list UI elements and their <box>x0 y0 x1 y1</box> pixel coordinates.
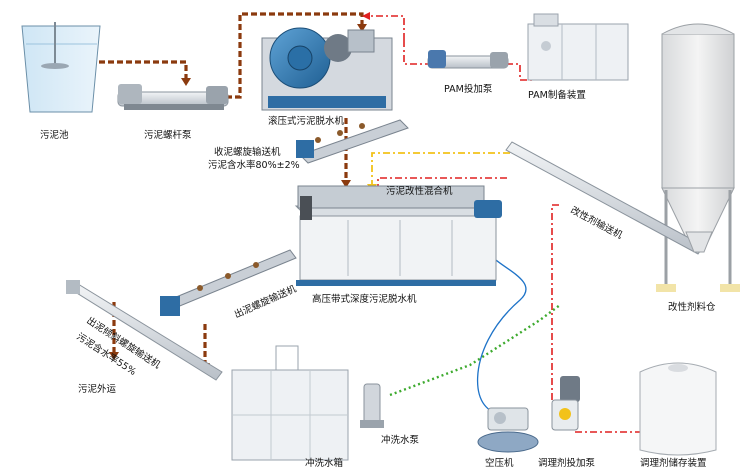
label-sludge-out: 污泥外运 <box>78 383 117 395</box>
label-collect-conveyor-2: 污泥含水率80%±2% <box>208 159 300 171</box>
label-wash-pump: 冲洗水泵 <box>381 434 420 446</box>
label-belt-press: 高压带式深度污泥脱水机 <box>312 293 417 305</box>
label-wash-tank: 冲洗水箱 <box>305 457 343 469</box>
pam-pump <box>427 50 509 69</box>
modifier-conveyor <box>505 141 713 255</box>
label-sludge-tank: 污泥池 <box>40 129 69 141</box>
sludge-arrowheads <box>109 24 367 371</box>
air-compressor <box>477 407 539 453</box>
out-conveyor <box>160 249 297 316</box>
belt-press <box>294 185 502 286</box>
modifier-silo <box>656 23 740 292</box>
conditioner-tank <box>639 362 717 456</box>
label-pam-pump: PAM投加泵 <box>444 83 493 95</box>
label-collect-conveyor-1: 收泥螺旋输送机 <box>214 146 281 158</box>
wash-water-tank <box>231 345 349 461</box>
label-roller-press: 滚压式污泥脱水机 <box>268 115 345 127</box>
screw-pump <box>117 84 229 110</box>
label-screw-pump: 污泥螺杆泵 <box>144 129 192 141</box>
wash-water-line <box>370 304 561 420</box>
label-modifier-silo: 改性剂料仓 <box>668 301 716 313</box>
roller-press <box>261 27 393 111</box>
label-out-conveyor: 出泥螺旋输送机 <box>232 283 298 321</box>
conditioner-flow-line <box>371 152 510 186</box>
conditioner-pump <box>551 376 580 431</box>
label-pam-prep: PAM制备装置 <box>528 89 586 101</box>
label-mixer: 污泥改性混合机 <box>386 185 453 197</box>
air-line <box>476 254 527 414</box>
pam-prep-unit <box>527 13 629 81</box>
label-conditioner-tank: 调理剂储存装置 <box>640 457 707 469</box>
label-air-compressor: 空压机 <box>485 457 514 469</box>
outlet-conveyor <box>66 280 223 381</box>
label-conditioner-pump: 调理剂投加泵 <box>538 457 596 469</box>
sludge-tank <box>21 22 101 113</box>
wash-water-pump <box>360 383 384 428</box>
collect-conveyor <box>296 119 409 164</box>
